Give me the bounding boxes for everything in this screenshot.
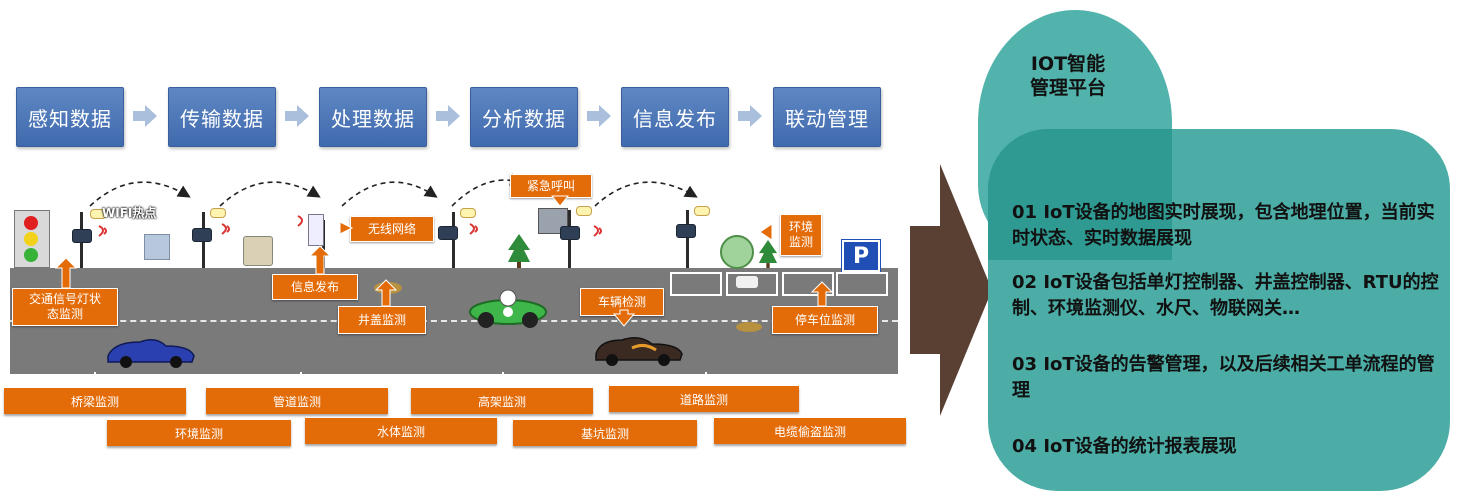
- arrow-right-icon: [436, 105, 460, 127]
- foundation-pit-monitoring-label: 基坑监测: [513, 420, 697, 446]
- cable-theft-monitoring-label: 电缆偷盗监测: [714, 418, 906, 444]
- wifi-signal-icon: [593, 225, 602, 237]
- wifi-signal-icon: [221, 223, 230, 235]
- platform-item-03: 03 IoT设备的告警管理，以及后续相关工单流程的管理: [1012, 354, 1435, 401]
- divider-tick: [705, 372, 707, 382]
- arrow-right-icon: [738, 105, 762, 127]
- road-monitoring-label: 道路监测: [609, 386, 799, 412]
- controller-icon: [676, 224, 696, 238]
- camera-icon: [144, 234, 170, 260]
- label-pointers: [54, 195, 834, 327]
- controller-icon: [560, 226, 580, 240]
- lamp-icon: [694, 206, 710, 216]
- water-monitoring-label: 水体监测: [305, 418, 497, 444]
- lamp-icon: [210, 208, 226, 218]
- step-linkage: 联动管理: [773, 87, 881, 147]
- road-sensor-icon: [736, 322, 762, 332]
- step-sense: 感知数据: [16, 87, 124, 147]
- controller-icon: [192, 228, 212, 242]
- connection-arcs: [89, 173, 698, 207]
- traffic-light-icon: [14, 210, 50, 268]
- tree-icon: [758, 240, 778, 268]
- wireless-network-label: 无线网络: [350, 216, 434, 242]
- environment-sensor-icon: [720, 235, 754, 269]
- parking-space: [670, 272, 722, 296]
- wifi-hotspot-label: WIFI热点: [102, 206, 157, 220]
- traffic-light-monitoring-label: 交通信号灯状 态监测: [12, 288, 118, 326]
- kiosk-icon: [308, 214, 324, 246]
- arrow-right-icon: [133, 105, 157, 127]
- tree-icon: [508, 234, 530, 268]
- parking-space: [726, 272, 778, 296]
- parking-space: [782, 272, 834, 296]
- info-release-label: 信息发布: [272, 274, 358, 300]
- hotrod-car-icon: [595, 337, 683, 366]
- arrow-right-icon: [285, 105, 309, 127]
- viaduct-monitoring-label: 高架监测: [411, 388, 593, 414]
- street-pole: [686, 210, 689, 268]
- lamp-icon: [90, 209, 106, 219]
- manhole-monitoring-label: 井盖监测: [338, 306, 426, 334]
- divider-tick: [502, 372, 504, 382]
- platform-title: IOT智能 管理平台: [1029, 53, 1106, 99]
- arrow-right-icon: [587, 105, 611, 127]
- platform-item-02: 02 IoT设备包括单灯控制器、井盖控制器、RTU的控制、环境监测仪、水尺、物联…: [1012, 272, 1439, 319]
- parking-space: [836, 272, 888, 296]
- step-publish: 信息发布: [621, 87, 729, 147]
- display-screen-icon: [243, 236, 273, 266]
- green-car-icon: [469, 289, 547, 328]
- parking-monitoring-label: 停车位监测: [772, 306, 878, 334]
- platform-item-01: 01 IoT设备的地图实时展现，包含地理位置，当前实时状态、实时数据展现: [1012, 202, 1435, 249]
- platform-overlap: [988, 129, 1172, 260]
- bridge-monitoring-label: 桥梁监测: [4, 388, 186, 414]
- blue-car-icon: [107, 339, 195, 368]
- controller-icon: [438, 226, 458, 240]
- step-process: 处理数据: [319, 87, 427, 147]
- pipeline-monitoring-label: 管道监测: [206, 388, 388, 414]
- big-arrow-right-icon: [910, 164, 992, 416]
- environment-monitoring-bottom-label: 环境监测: [107, 420, 291, 446]
- lane-marking: [10, 320, 898, 322]
- wifi-signal-icon: [98, 225, 107, 237]
- street-pole: [452, 212, 455, 268]
- divider-tick: [300, 372, 302, 382]
- platform-item-04: 04 IoT设备的统计报表展现: [1012, 436, 1237, 457]
- controller-icon: [72, 229, 92, 243]
- lamp-icon: [460, 208, 476, 218]
- parked-car-icon: [736, 276, 758, 288]
- wifi-signal-icon: [297, 215, 303, 227]
- step-transmit: 传输数据: [168, 87, 276, 147]
- environment-monitoring-label: 环境 监测: [780, 214, 822, 256]
- lamp-icon: [576, 206, 592, 216]
- divider-tick: [94, 372, 96, 382]
- parking-sign-icon: P: [841, 239, 881, 273]
- emergency-call-label: 紧急呼叫: [510, 174, 592, 198]
- wifi-signal-icon: [469, 223, 478, 235]
- step-analyze: 分析数据: [470, 87, 578, 147]
